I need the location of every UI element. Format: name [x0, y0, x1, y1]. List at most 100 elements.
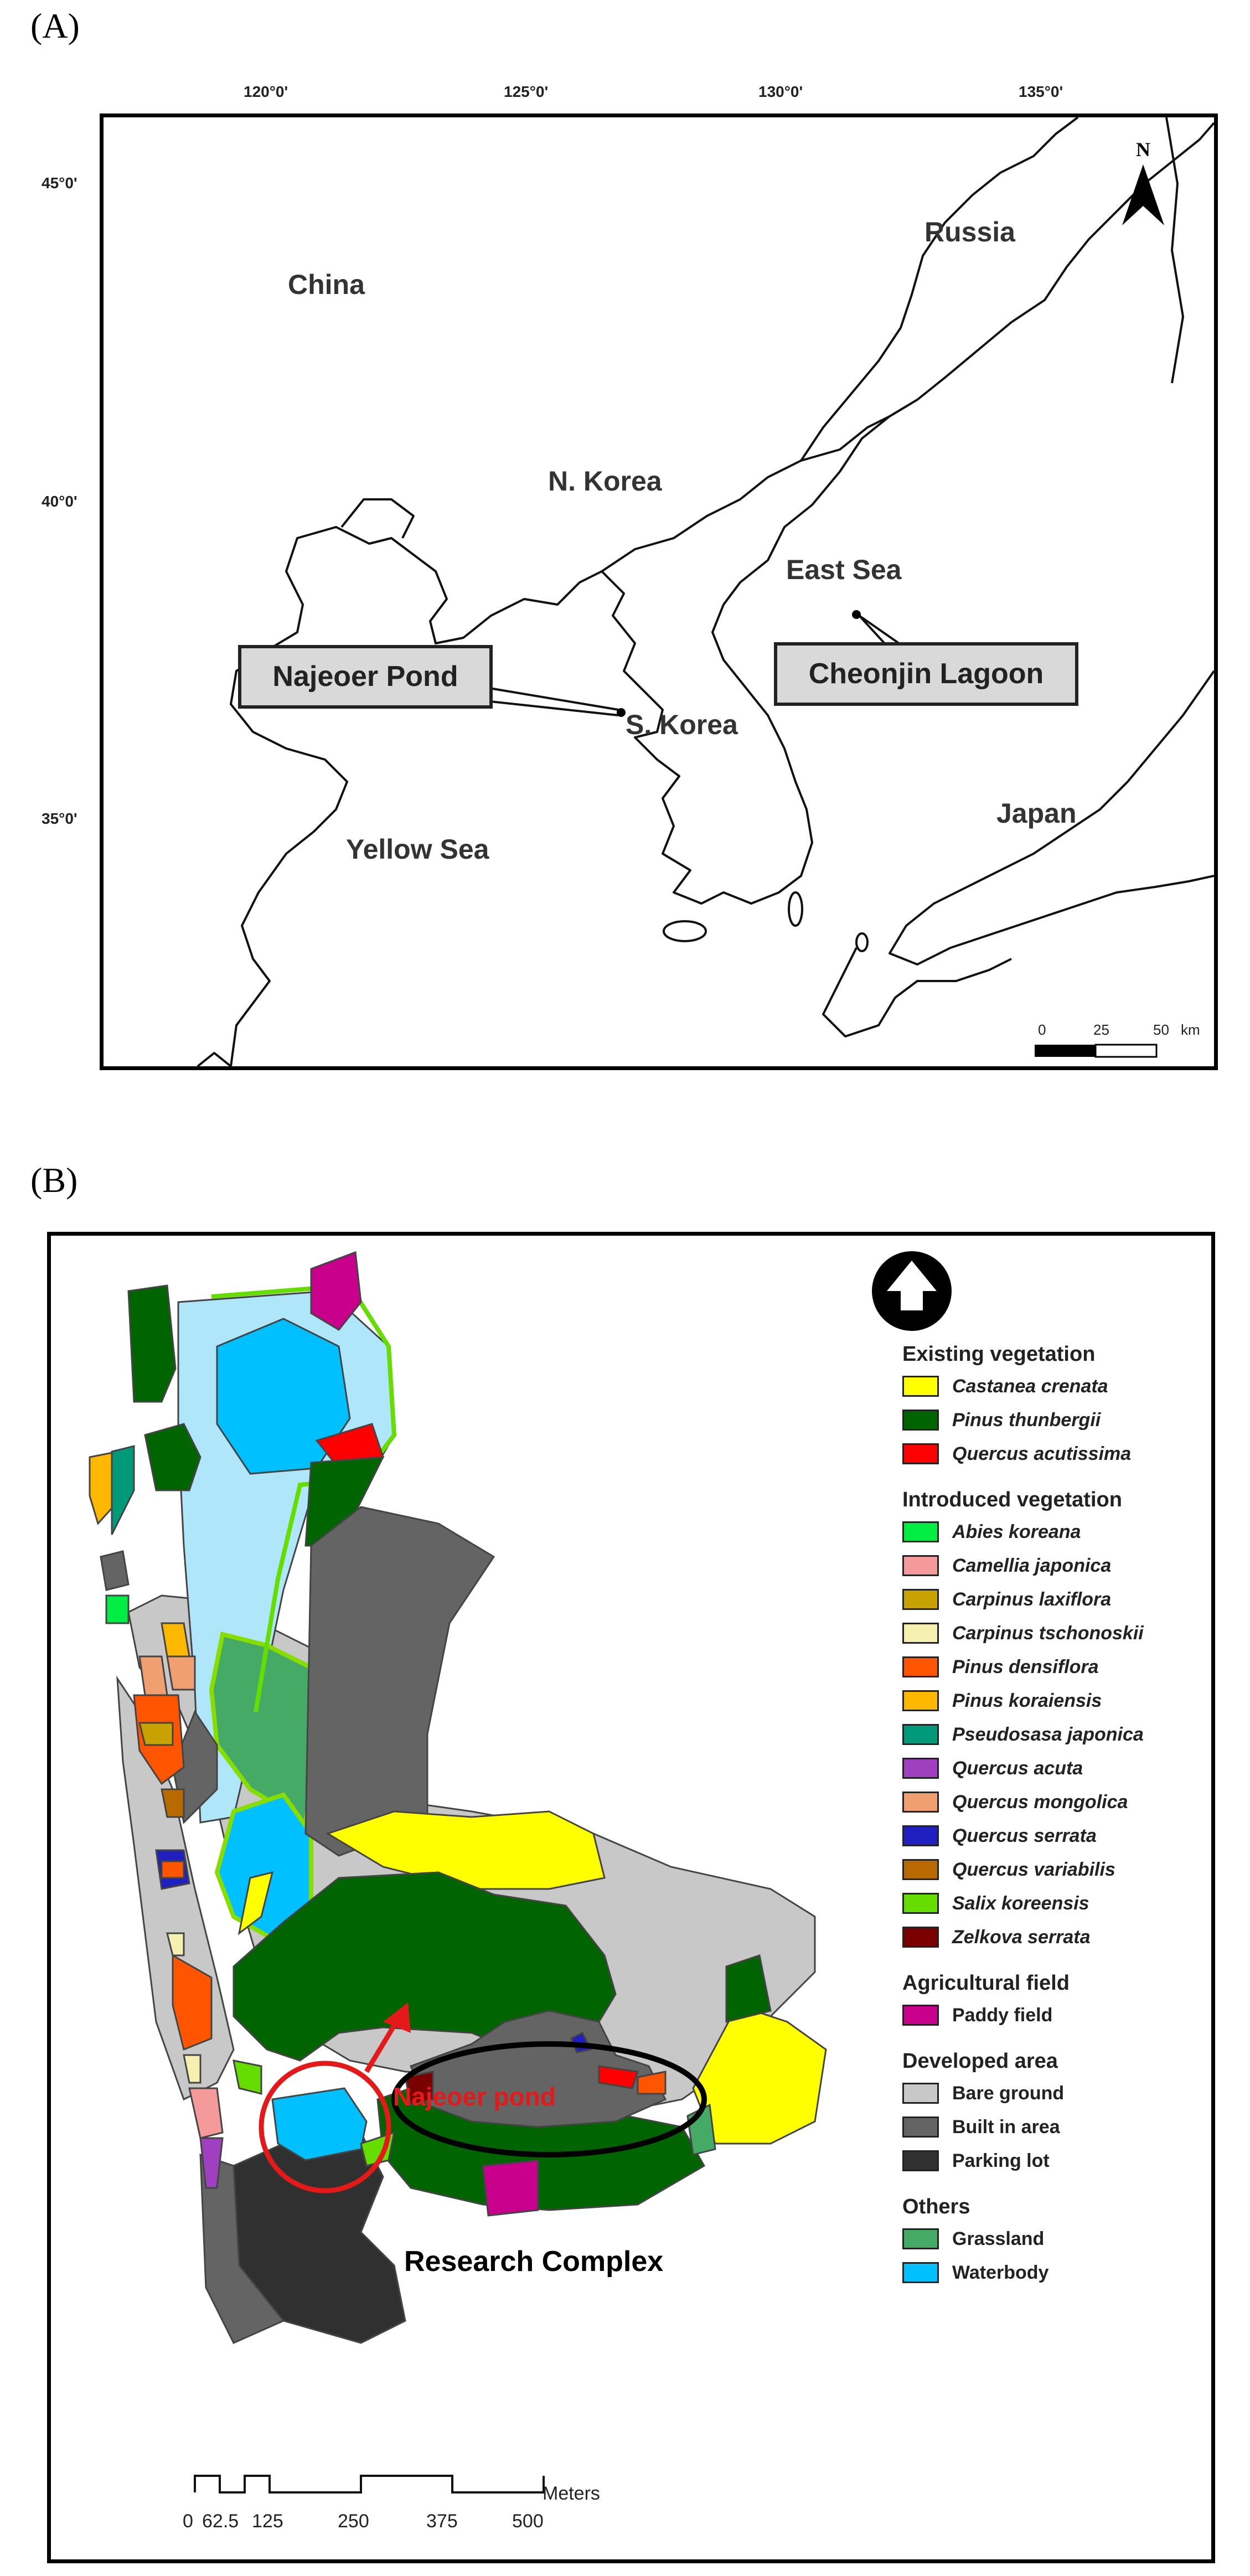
legend-group-title: Existing vegetation [902, 1343, 1096, 1366]
carpinus-laxiflora-w [138, 1722, 174, 1746]
china-coast [230, 526, 602, 1066]
scale-km-0: 0 [1038, 1021, 1046, 1038]
built-patch-w [100, 1550, 130, 1591]
arrowhead-icon [383, 2002, 411, 2033]
carpinus-tschonoskii-w2 [183, 2054, 202, 2084]
legend-item: Zelkova serrata [902, 1924, 1212, 1950]
callout-cheonjin-lagoon: Cheonjin Lagoon [774, 642, 1078, 706]
legend-item: Quercus acuta [902, 1756, 1212, 1781]
label-russia: Russia [924, 216, 1015, 247]
legend-label: Camellia japonica [952, 1555, 1112, 1576]
pinus-thunbergii-nw [127, 1284, 177, 1403]
legend-group-title: Others [902, 2195, 970, 2218]
legend-label: Quercus serrata [952, 1825, 1097, 1846]
legend-item: Parking lot [902, 2148, 1212, 2174]
legend-label: Parking lot [952, 2150, 1050, 2171]
quercus-acuta-patch [199, 2137, 224, 2189]
legend-swatch [902, 1758, 939, 1779]
latitude-label: 45°0' [42, 174, 78, 192]
legend-item: Castanea crenata [902, 1374, 1212, 1399]
paddy-field-south [482, 2159, 539, 2217]
research-complex-label: Research Complex [404, 2245, 664, 2278]
legend-label: Paddy field [952, 2005, 1053, 2026]
korea-east-coast [722, 399, 918, 606]
scalebar-km-black [1035, 1045, 1096, 1057]
legend-swatch [902, 1623, 939, 1644]
longitude-label: 135°0' [1019, 83, 1063, 100]
legend-label: Pseudosasa japonica [952, 1724, 1144, 1745]
quercus-mongolica-w [138, 1655, 168, 1696]
castanea-west [237, 1871, 274, 1935]
legend-group-title: Agricultural field [902, 1971, 1070, 1995]
scale-km-25: 25 [1093, 1021, 1109, 1038]
carpinus-tschonoskii-w [166, 1932, 185, 1956]
quercus-mongolica-w2 [166, 1655, 196, 1691]
camellia-patch [188, 2087, 224, 2139]
legend-item: Pinus koraiensis [902, 1688, 1212, 1713]
pinus-densiflora-w2 [161, 1860, 185, 1879]
legend-label: Quercus acuta [952, 1758, 1083, 1779]
scalebar-m-line [194, 2475, 545, 2494]
legend-label: Built in area [952, 2116, 1060, 2138]
legend-swatch [902, 2116, 939, 2138]
legend-swatch [902, 2228, 939, 2249]
legend-item: Pinus densiflora [902, 1654, 1212, 1680]
quercus-acutissima-complex [598, 2065, 639, 2089]
label-east-sea: East Sea [786, 554, 902, 585]
legend-label: Zelkova serrata [952, 1927, 1091, 1948]
callout-najeoer-pond: Najeoer Pond [238, 645, 493, 709]
scale-m-label: 0 [183, 2511, 193, 2532]
sakhalin [1165, 117, 1184, 384]
label-yellow-sea: Yellow Sea [346, 834, 489, 865]
legend-swatch [902, 2150, 939, 2171]
built-area-east [304, 1506, 495, 1857]
north-letter: N [1136, 138, 1150, 161]
legend-label: Bare ground [952, 2083, 1065, 2104]
scale-km-50: 50 [1153, 1021, 1169, 1038]
latitude-label: 35°0' [42, 810, 78, 827]
legend-group-title: Introduced vegetation [902, 1488, 1122, 1511]
abies-patch [105, 1594, 130, 1624]
legend-item: Waterbody [902, 2260, 1212, 2285]
legend-label: Carpinus tschonoskii [952, 1623, 1144, 1644]
legend-item: Quercus mongolica [902, 1789, 1212, 1815]
legend-item: Pinus thunbergii [902, 1407, 1212, 1433]
legend-swatch [902, 1656, 939, 1677]
north-arrow-icon [887, 1261, 937, 1310]
legend-item: Bare ground [902, 2081, 1212, 2106]
najeoer-pond-label: Najeoer pond [393, 2082, 556, 2111]
legend-swatch [902, 2083, 939, 2104]
paddy-field-ne [310, 1251, 362, 1331]
najeoer-pond-highlight [259, 2061, 391, 2193]
panel-b-map-frame [47, 1232, 1215, 2563]
legend-label: Waterbody [952, 2262, 1049, 2283]
legend-item: Quercus serrata [902, 1823, 1212, 1849]
legend-label: Grassland [952, 2228, 1045, 2249]
legend-swatch [902, 2005, 939, 2026]
salix-piece [233, 2059, 262, 2095]
russia-coast [916, 122, 1214, 401]
legend-label: Salix koreensis [952, 1893, 1089, 1914]
legend-item: Quercus acutissima [902, 1441, 1212, 1467]
legend-item: Carpinus tschonoskii [902, 1620, 1212, 1646]
legend-label: Abies koreana [952, 1521, 1081, 1542]
legend-item: Camellia japonica [902, 1553, 1212, 1578]
built-research-complex [409, 2010, 667, 2128]
legend-label: Castanea crenata [952, 1376, 1108, 1397]
legend-item: Paddy field [902, 2002, 1212, 2028]
scale-m-label: 375 [426, 2511, 458, 2532]
legend-swatch [902, 1893, 939, 1914]
najeoer-pond-waterbody [271, 2087, 368, 2161]
legend-item: Grassland [902, 2226, 1212, 2252]
label-n-korea: N. Korea [548, 466, 662, 497]
legend-item: Abies koreana [902, 1519, 1212, 1545]
legend-swatch [902, 1443, 939, 1464]
legend-label: Quercus acutissima [952, 1443, 1132, 1464]
legend-item: Carpinus laxiflora [902, 1587, 1212, 1612]
legend-swatch [902, 1589, 939, 1610]
legend-swatch [902, 2262, 939, 2283]
legend-swatch [902, 1690, 939, 1711]
built-area-sw [199, 2153, 285, 2344]
label-s-korea: S. Korea [626, 709, 738, 740]
legend-swatch [902, 1410, 939, 1431]
